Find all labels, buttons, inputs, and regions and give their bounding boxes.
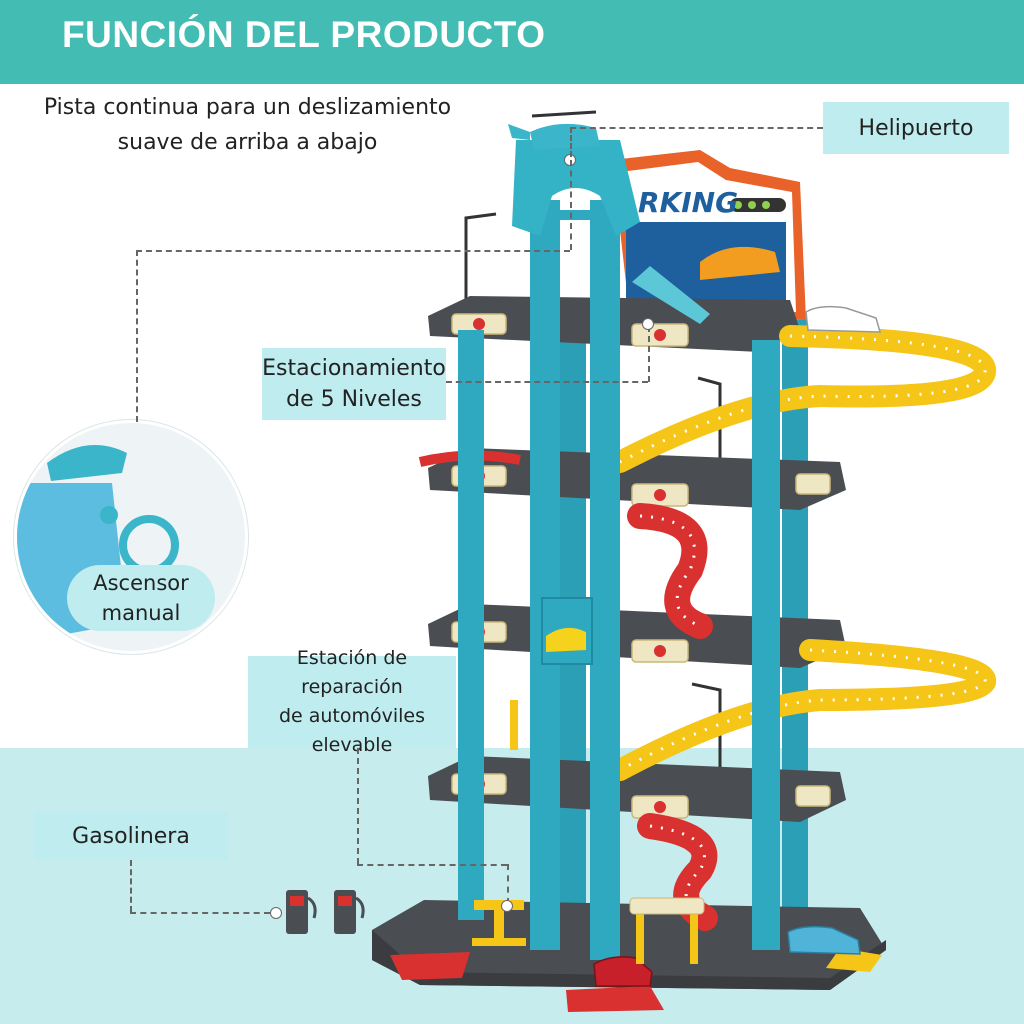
label-gasolinera-text: Gasolinera xyxy=(72,823,190,849)
lamp-posts xyxy=(464,212,722,770)
yellow-tracks xyxy=(609,325,996,781)
label-ascensor-line-2: manual xyxy=(101,601,181,625)
leader-helipuerto xyxy=(570,127,823,129)
leader-gasolinera-horizontal xyxy=(130,912,270,914)
label-estacion-reparacion: Estación de reparación de automóviles el… xyxy=(248,647,456,756)
label-reparacion-line-2: de automóviles xyxy=(278,705,426,727)
leader-gasolinera-dot xyxy=(270,907,282,919)
leader-reparacion-vertical xyxy=(357,748,359,864)
leader-estacionamiento-vertical xyxy=(648,326,650,382)
label-helipuerto: Helipuerto xyxy=(823,102,1009,154)
label-estacionamiento-line-2: de 5 Niveles xyxy=(286,387,422,412)
leader-reparacion-horizontal xyxy=(357,864,507,866)
leader-estacionamiento-dot xyxy=(642,318,654,330)
leader-helipuerto-vertical xyxy=(570,127,572,157)
label-gasolinera: Gasolinera xyxy=(34,812,228,860)
label-helipuerto-text: Helipuerto xyxy=(858,115,974,141)
label-ascensor-manual: Ascensor manual xyxy=(67,565,215,631)
toy-cars xyxy=(593,305,882,987)
caption-text: Pista continua para un deslizamiento sua… xyxy=(40,90,455,160)
parking-billboard: RKING xyxy=(612,150,806,320)
helicopter xyxy=(508,110,600,150)
fuel-pumps xyxy=(286,890,365,934)
leader-reparacion-drop xyxy=(507,864,509,904)
entrance-arch xyxy=(629,897,705,964)
caption-line-2: suave de arriba a abajo xyxy=(117,130,378,155)
front-columns xyxy=(458,140,780,960)
label-reparacion-line-3: elevable xyxy=(311,734,393,756)
base-platform xyxy=(372,900,886,1012)
label-estacionamiento: Estacionamiento de 5 Niveles xyxy=(262,348,446,420)
label-estacionamiento-line-1: Estacionamiento xyxy=(262,356,446,381)
caption-line-1: Pista continua para un deslizamiento xyxy=(43,95,452,120)
label-ascensor-line-1: Ascensor xyxy=(93,571,189,595)
leader-pista-horizontal xyxy=(136,250,570,252)
leader-estacionamiento xyxy=(446,381,648,383)
leader-gasolinera-vertical xyxy=(130,860,132,912)
leader-ascensor xyxy=(136,250,138,422)
leader-pista-top xyxy=(570,160,572,250)
header-title: FUNCIÓN DEL PRODUCTO xyxy=(62,14,546,55)
leader-reparacion-dot xyxy=(501,900,513,912)
repair-lift xyxy=(472,700,526,946)
billboard-text: RKING xyxy=(638,186,738,219)
header-banner: FUNCIÓN DEL PRODUCTO xyxy=(0,0,1024,84)
label-reparacion-line-1: Estación de reparación xyxy=(296,647,408,698)
top-ramp xyxy=(632,266,710,324)
